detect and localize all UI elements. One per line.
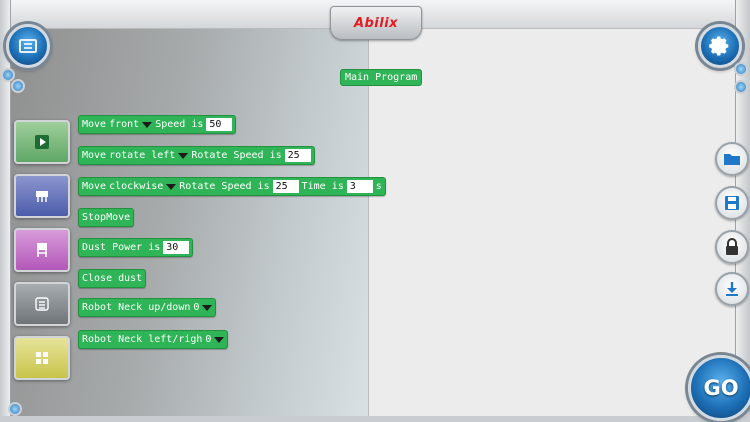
block-label: Move [82, 181, 107, 192]
unit-label: s [375, 181, 382, 192]
block-label: Move [82, 150, 107, 161]
program-canvas[interactable] [369, 28, 736, 422]
download-button[interactable] [715, 272, 749, 306]
dropdown-value: 0 [205, 334, 212, 345]
lock-icon [726, 238, 738, 255]
block-label: Speed is [155, 119, 204, 130]
block-label: Close dust [82, 273, 143, 284]
menu-button[interactable] [6, 24, 50, 68]
logo-text: Abilix [353, 15, 399, 31]
go-label: GO [703, 376, 739, 400]
speed-input[interactable]: 50 [206, 118, 233, 131]
brand-logo: Abilix [330, 6, 422, 40]
direction-dropdown[interactable]: front [109, 119, 152, 130]
rotate-speed-input[interactable]: 25 [284, 149, 311, 162]
dust-icon [37, 243, 47, 257]
block-label: StopMove [82, 212, 131, 223]
block-label: Robot Neck up/down [82, 302, 191, 313]
block-label: Robot Neck left/righ [82, 334, 203, 345]
save-button[interactable] [715, 186, 749, 220]
lock-button[interactable] [715, 230, 749, 264]
block-label: Dust Power is [82, 242, 161, 253]
robot-icon [36, 191, 48, 202]
settings-button[interactable] [698, 24, 742, 68]
divider [368, 28, 369, 422]
palette-dust[interactable] [14, 228, 70, 272]
open-folder-button[interactable] [715, 142, 749, 176]
block-dust-power[interactable]: Dust Power is 30 [78, 238, 194, 257]
frame-dot [11, 79, 25, 93]
palette-grid[interactable] [14, 336, 70, 380]
dropdown-value: rotate left [109, 150, 176, 161]
go-button[interactable]: GO [688, 355, 750, 421]
folder-icon [724, 154, 740, 165]
block-label: Move [82, 119, 107, 130]
dropdown-value: 0 [193, 302, 200, 313]
frame-dot [734, 80, 748, 94]
neck-updown-dropdown[interactable]: 0 [193, 302, 212, 313]
rotate-speed-input[interactable]: 25 [272, 180, 299, 193]
time-input[interactable]: 3 [346, 180, 373, 193]
clockwise-dropdown[interactable]: clockwise [109, 181, 176, 192]
save-icon [725, 196, 739, 210]
palette-logic[interactable] [14, 282, 70, 326]
block-label: Time is [301, 181, 344, 192]
rotate-dropdown[interactable]: rotate left [109, 150, 188, 161]
dust-power-input[interactable]: 30 [163, 241, 190, 254]
block-move-clockwise[interactable]: Move clockwise Rotate Speed is 25 Time i… [78, 177, 386, 196]
play-icon [35, 135, 49, 149]
palette-motion[interactable] [14, 120, 70, 164]
download-icon [726, 282, 738, 296]
frame-dot [1, 68, 15, 82]
menu-icon [19, 39, 37, 53]
bottom-frame [0, 416, 750, 422]
block-label: Rotate Speed is [179, 181, 270, 192]
block-neck-leftright[interactable]: Robot Neck left/righ 0 [78, 330, 229, 349]
palette-robot[interactable] [14, 174, 70, 218]
block-label: Rotate Speed is [191, 150, 282, 161]
block-move-rotate[interactable]: Move rotate left Rotate Speed is 25 [78, 146, 315, 165]
dropdown-value: clockwise [109, 181, 164, 192]
list-icon [35, 297, 49, 311]
block-stop-move[interactable]: StopMove [78, 208, 135, 227]
block-neck-updown[interactable]: Robot Neck up/down 0 [78, 298, 217, 317]
main-program-label: Main Program [345, 72, 418, 83]
neck-leftright-dropdown[interactable]: 0 [205, 334, 224, 345]
dropdown-value: front [109, 119, 140, 130]
main-program-block[interactable]: Main Program [340, 69, 423, 86]
grid-icon [36, 352, 48, 364]
frame-dot [734, 62, 748, 76]
block-move-front[interactable]: Move front Speed is 50 [78, 115, 237, 134]
block-close-dust[interactable]: Close dust [78, 269, 147, 288]
left-frame [0, 0, 11, 422]
frame-dot [8, 402, 22, 416]
gear-icon [709, 36, 729, 56]
